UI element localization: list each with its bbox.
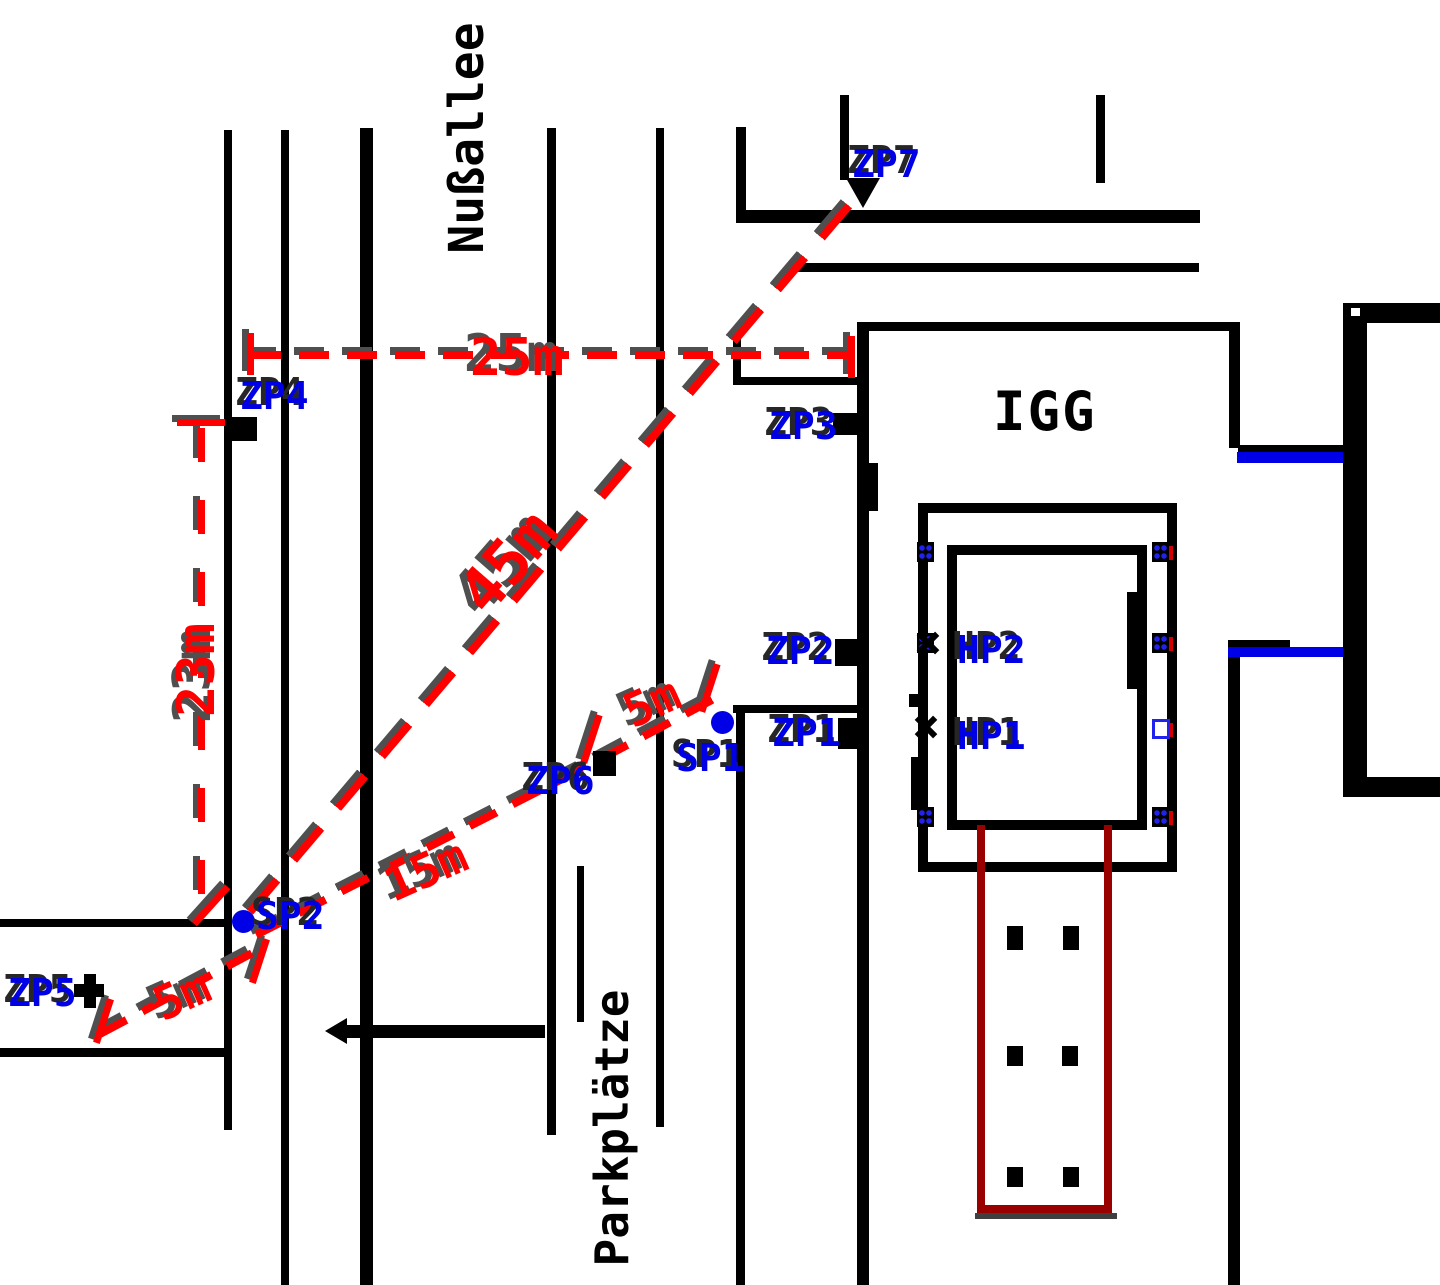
dim-25m-tick-right: [848, 336, 855, 378]
zp6-marker: [593, 751, 616, 776]
street-name-parkplaetze: Parkplätze: [585, 989, 639, 1267]
dim-25m-tick-left: [247, 333, 254, 375]
zp7-label: ZP7: [852, 142, 921, 186]
zp3-label: ZP3: [769, 404, 838, 448]
dimension-line-23m: [198, 428, 205, 900]
top-building-wall-left: [736, 127, 746, 215]
foundation-shadow: [975, 1213, 1117, 1219]
zp2-label: ZP2: [766, 629, 835, 673]
neighbor-building-wall: [1343, 303, 1367, 797]
forecourt-wall: [736, 705, 745, 1285]
dim-5m-bottom-tick-left: [93, 998, 114, 1044]
inner-wall-bar: [1127, 592, 1140, 689]
igg-wall-zp1: [733, 705, 862, 713]
zp7-marker: [846, 178, 880, 208]
top-street-edge-thin: [788, 263, 1199, 272]
building-name-label: IGG: [993, 380, 1097, 443]
hatch-symbol: [917, 807, 934, 827]
connector-2-blue-line: [1228, 647, 1356, 657]
measurement-23m: 23m: [167, 623, 227, 717]
neighbor-building-window: [1351, 308, 1360, 316]
igg-right-wall-upper: [1229, 322, 1240, 448]
hatch-red-tick: [1169, 546, 1173, 560]
hp1-label: HP1: [957, 714, 1026, 758]
top-building-wall-right: [1096, 95, 1105, 183]
hatch-symbol: [917, 542, 934, 562]
measurement-25m: 25m: [470, 328, 564, 388]
street-line-2: [281, 130, 289, 1285]
dimension-line-25m: [251, 351, 851, 359]
neighbor-building-top: [1343, 303, 1440, 323]
parking-arrow-line: [345, 1025, 545, 1038]
foundation-outline: [977, 825, 1112, 1213]
igg-wall-segment-zp3: [861, 463, 878, 511]
sp2-label: SP2: [256, 894, 325, 938]
hatch-symbol: [1152, 542, 1169, 562]
dim-5m-bottom-tick-right: [249, 938, 270, 984]
zp1-label: ZP1: [772, 711, 841, 755]
hp2-marker: [915, 630, 941, 656]
zp2-marker: [835, 639, 862, 666]
igg-top-wall: [858, 322, 1240, 331]
hatch-symbol-open: [1152, 719, 1170, 739]
foundation-pier: [1007, 1167, 1023, 1187]
foundation-pier: [1007, 1046, 1023, 1066]
hp1-marker: [913, 714, 939, 740]
zp5-label: ZP5: [8, 971, 77, 1015]
top-building-wall-mid: [840, 95, 849, 180]
hatch-red-tick: [1169, 637, 1173, 651]
sp1-marker: [711, 711, 734, 734]
street-line-1: [224, 130, 232, 1130]
sp2-marker: [232, 910, 255, 933]
parking-divider-line: [577, 866, 584, 1022]
foundation-pier: [1063, 1167, 1079, 1187]
street-line-4: [547, 128, 556, 1135]
zp5-marker-h: [74, 984, 104, 997]
connector-1-black-edge: [1238, 445, 1343, 452]
connector-2-black-edge: [1228, 640, 1290, 647]
zp4-marker: [227, 417, 257, 441]
foundation-pier: [1007, 926, 1023, 950]
top-street-edge-thick: [736, 210, 1200, 223]
zp3-marker: [833, 413, 857, 435]
igg-notch-bottom: [733, 377, 859, 385]
hatch-red-tick: [1169, 723, 1173, 737]
neighbor-building-bottom: [1367, 777, 1440, 797]
street-line-3: [360, 128, 373, 1285]
zp6-label: ZP6: [526, 759, 595, 803]
curb-line-upper: [0, 919, 224, 927]
left-wall-stub: [909, 694, 918, 707]
left-wall-pier: [911, 757, 922, 810]
street-line-5: [656, 128, 664, 1127]
parking-arrow-head: [325, 1018, 347, 1044]
foundation-pier: [1062, 1046, 1078, 1066]
connector-1-blue-line: [1237, 452, 1355, 463]
hatch-red-tick: [1169, 811, 1173, 825]
zp4-label: ZP4: [240, 374, 309, 418]
dim-23m-tick-top: [177, 419, 225, 426]
hp2-label: HP2: [957, 628, 1026, 672]
street-name-nussallee: Nußallee: [439, 22, 495, 254]
hatch-symbol: [1152, 807, 1169, 827]
courtyard-inner-wall: [947, 545, 1147, 830]
sp1-label: SP1: [676, 736, 745, 780]
zp1-marker: [838, 718, 864, 749]
igg-left-wall: [857, 322, 869, 1285]
curb-line-lower: [0, 1048, 232, 1057]
courtyard-outer-wall: [918, 503, 1177, 872]
hatch-symbol: [1152, 633, 1169, 653]
foundation-pier: [1063, 926, 1079, 950]
igg-right-wall-lower: [1228, 655, 1240, 1285]
